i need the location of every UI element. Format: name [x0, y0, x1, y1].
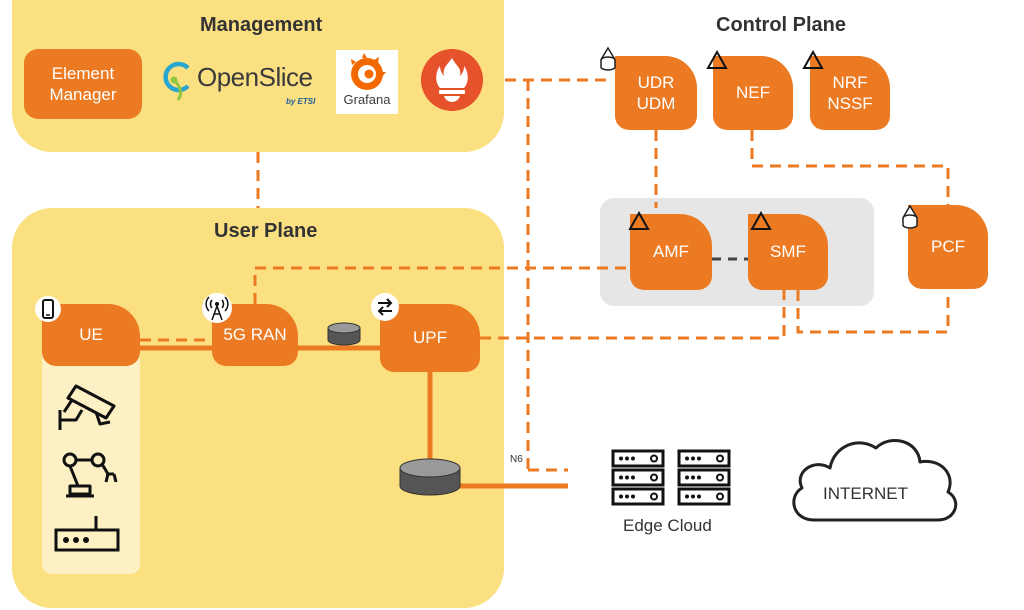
triangle-icon	[628, 210, 650, 236]
link-ran-amf	[253, 266, 630, 304]
management-title: Management	[200, 14, 323, 36]
grafana-icon: Grafana	[336, 50, 398, 114]
udr-udm-label: UDR UDM	[636, 72, 676, 113]
n6-label: N6	[510, 454, 523, 465]
prometheus-icon	[420, 48, 484, 112]
openslice-icon	[160, 56, 198, 102]
internet-label: INTERNET	[823, 484, 908, 503]
openslice-by-label: by ETSI	[286, 97, 316, 106]
ran-label: 5G RAN	[223, 325, 287, 345]
element-manager-label: Element Manager	[49, 63, 117, 104]
control-plane-title: Control Plane	[716, 14, 847, 36]
server-icon	[610, 448, 668, 513]
database-icon	[398, 458, 462, 503]
nef-label: NEF	[736, 83, 770, 103]
ue-devices-panel	[42, 338, 140, 574]
triangle-icon	[706, 49, 728, 75]
nrf-nssf-label: NRF NSSF	[827, 72, 873, 113]
database-icon	[326, 322, 362, 353]
triangle-icon	[802, 49, 824, 75]
router-icon	[52, 512, 122, 559]
database-icon	[598, 46, 618, 77]
camera-icon	[56, 382, 120, 439]
grafana-label: Grafana	[343, 92, 391, 107]
upf-label: UPF	[413, 328, 447, 348]
cloud-icon	[786, 432, 962, 533]
phone-icon	[35, 294, 61, 329]
robot-arm-icon	[56, 446, 120, 507]
database-icon	[900, 204, 920, 235]
pcf-label: PCF	[931, 237, 965, 257]
ue-label: UE	[79, 325, 103, 345]
antenna-icon	[202, 292, 232, 329]
link-nef-bus	[750, 130, 950, 208]
udr-udm-node[interactable]: UDR UDM	[615, 56, 697, 130]
link-upf-smf	[480, 290, 786, 340]
smf-label: SMF	[770, 242, 806, 262]
transfer-icon	[370, 292, 400, 327]
smf-node[interactable]: SMF	[748, 214, 828, 290]
upf-node[interactable]: UPF	[380, 304, 480, 372]
link-smf-pcf-a	[796, 290, 950, 334]
amf-node[interactable]: AMF	[630, 214, 712, 290]
server-icon	[676, 448, 734, 513]
edge-cloud-label: Edge Cloud	[623, 516, 712, 535]
openslice-label: OpenSlice	[197, 62, 313, 92]
user-plane-title: User Plane	[214, 220, 318, 242]
amf-label: AMF	[653, 242, 689, 262]
triangle-icon	[750, 210, 772, 236]
pcf-node[interactable]: PCF	[908, 205, 988, 289]
element-manager-node[interactable]: Element Manager	[24, 49, 142, 119]
